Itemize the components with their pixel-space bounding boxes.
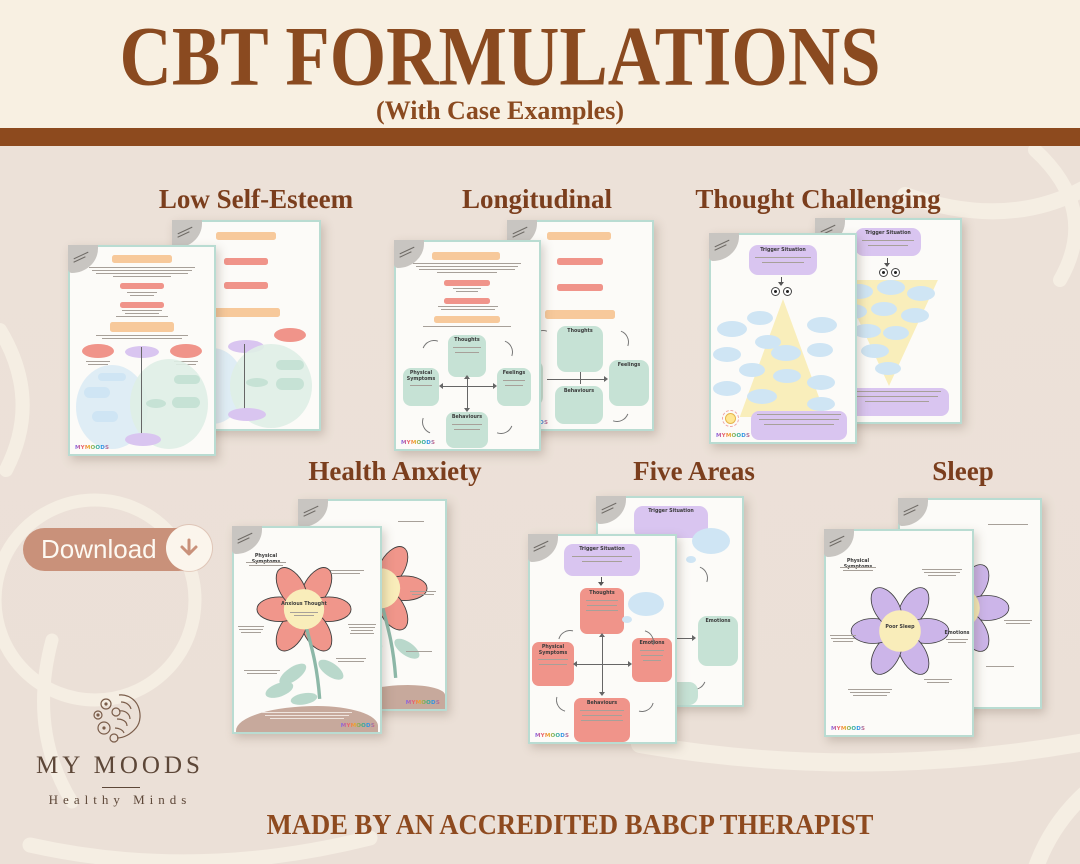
eyes-icon xyxy=(771,287,792,296)
worksheet-page-five-areas-example: Trigger Situation Thoughts Physical Symp… xyxy=(528,534,677,744)
down-arrow xyxy=(778,277,784,286)
mymoods-watermark: MYMOODS xyxy=(401,440,436,446)
section-title-sleep: Sleep xyxy=(932,456,994,486)
worksheet-page-sleep-example: Physical Symptoms Poor Sleep Emotions MY… xyxy=(824,529,974,737)
section-title-low-self-esteem: Low Self-Esteem xyxy=(158,184,354,214)
section-title-five-areas: Five Areas xyxy=(633,456,755,486)
node-thoughts: Thoughts xyxy=(557,326,603,372)
node-physical-symptoms: Physical Symptoms xyxy=(403,368,439,406)
page-corner-tab xyxy=(596,496,626,524)
trigger-situation-box: Trigger Situation xyxy=(564,544,640,576)
download-button[interactable]: Download xyxy=(23,525,212,571)
mymoods-watermark: MYMOODS xyxy=(535,733,570,739)
node-feelings: Feelings xyxy=(609,360,649,406)
mymoods-watermark: MYMOODS xyxy=(831,726,866,732)
mymoods-watermark: MYMOODS xyxy=(75,445,110,451)
page-corner-tab xyxy=(298,499,328,527)
footer-claim: MADE BY AN ACCREDITED BABCP THERAPIST xyxy=(266,810,874,841)
reflection-box xyxy=(845,388,949,416)
page-corner-tab xyxy=(528,534,558,562)
eyes-icon xyxy=(879,268,900,277)
node-emotions: Emotions xyxy=(632,638,672,682)
section-title-health-anxiety: Health Anxiety xyxy=(308,456,482,486)
mymoods-watermark: MYMOODS xyxy=(340,723,375,729)
header: CBT FORMULATIONS (With Case Examples) xyxy=(0,0,1080,128)
section-title-longitudinal: Longitudinal xyxy=(461,184,613,214)
lightbulb-icon xyxy=(722,410,739,427)
node-behaviours: Behaviours xyxy=(574,698,630,742)
trigger-situation-box: Trigger Situation xyxy=(749,245,817,275)
down-arrow xyxy=(884,258,890,267)
down-arrow xyxy=(598,577,604,586)
node-thoughts: Thoughts xyxy=(448,335,486,377)
brand-tagline: Healthy Minds xyxy=(48,792,192,807)
node-behaviours: Behaviours xyxy=(555,386,603,424)
flower-center-label: Anxious Thought xyxy=(281,602,327,607)
page-subtitle: (With Case Examples) xyxy=(376,96,624,125)
brand-name: MY MOODS xyxy=(36,752,204,779)
node-behaviours: Behaviours xyxy=(446,412,488,448)
flower-diagram xyxy=(850,587,950,675)
mymoods-watermark: MYMOODS xyxy=(716,433,751,439)
node-physical-symptoms: Physical Symptoms xyxy=(532,642,574,686)
download-icon xyxy=(166,525,212,571)
node-emotions: Emotions xyxy=(698,616,738,666)
flower-center-label: Poor Sleep xyxy=(885,625,915,630)
flower-diagram xyxy=(256,567,352,705)
worksheet-page-low-self-esteem-example: MYMOODS xyxy=(68,245,216,456)
download-label: Download xyxy=(41,534,157,564)
page-corner-tab xyxy=(898,498,928,526)
worksheet-page-longitudinal-example: Thoughts Feelings Physical Symptoms Beha… xyxy=(394,240,541,451)
mymoods-watermark: MYMOODS xyxy=(405,700,440,706)
brand-divider xyxy=(102,787,140,788)
section-title-thought-challenging: Thought Challenging xyxy=(695,184,941,214)
brown-divider-bar xyxy=(0,128,1080,146)
page-corner-tab xyxy=(232,526,262,554)
page-corner-tab xyxy=(709,233,739,261)
page-corner-tab xyxy=(172,220,202,248)
node-feelings: Feelings xyxy=(497,368,531,406)
node-thoughts: Thoughts xyxy=(580,588,624,634)
reflection-box xyxy=(751,411,847,440)
trigger-situation-box: Trigger Situation xyxy=(855,228,921,256)
worksheet-page-health-anxiety-example: Physical Symptoms Anxious Thought MYMOOD… xyxy=(232,526,382,734)
page-title: CBT FORMULATIONS xyxy=(119,9,881,104)
brain-flower-logo-icon xyxy=(93,694,141,743)
page-corner-tab xyxy=(824,529,854,557)
worksheet-page-thought-challenging-example: Trigger Situation MYMOODS xyxy=(709,233,857,444)
